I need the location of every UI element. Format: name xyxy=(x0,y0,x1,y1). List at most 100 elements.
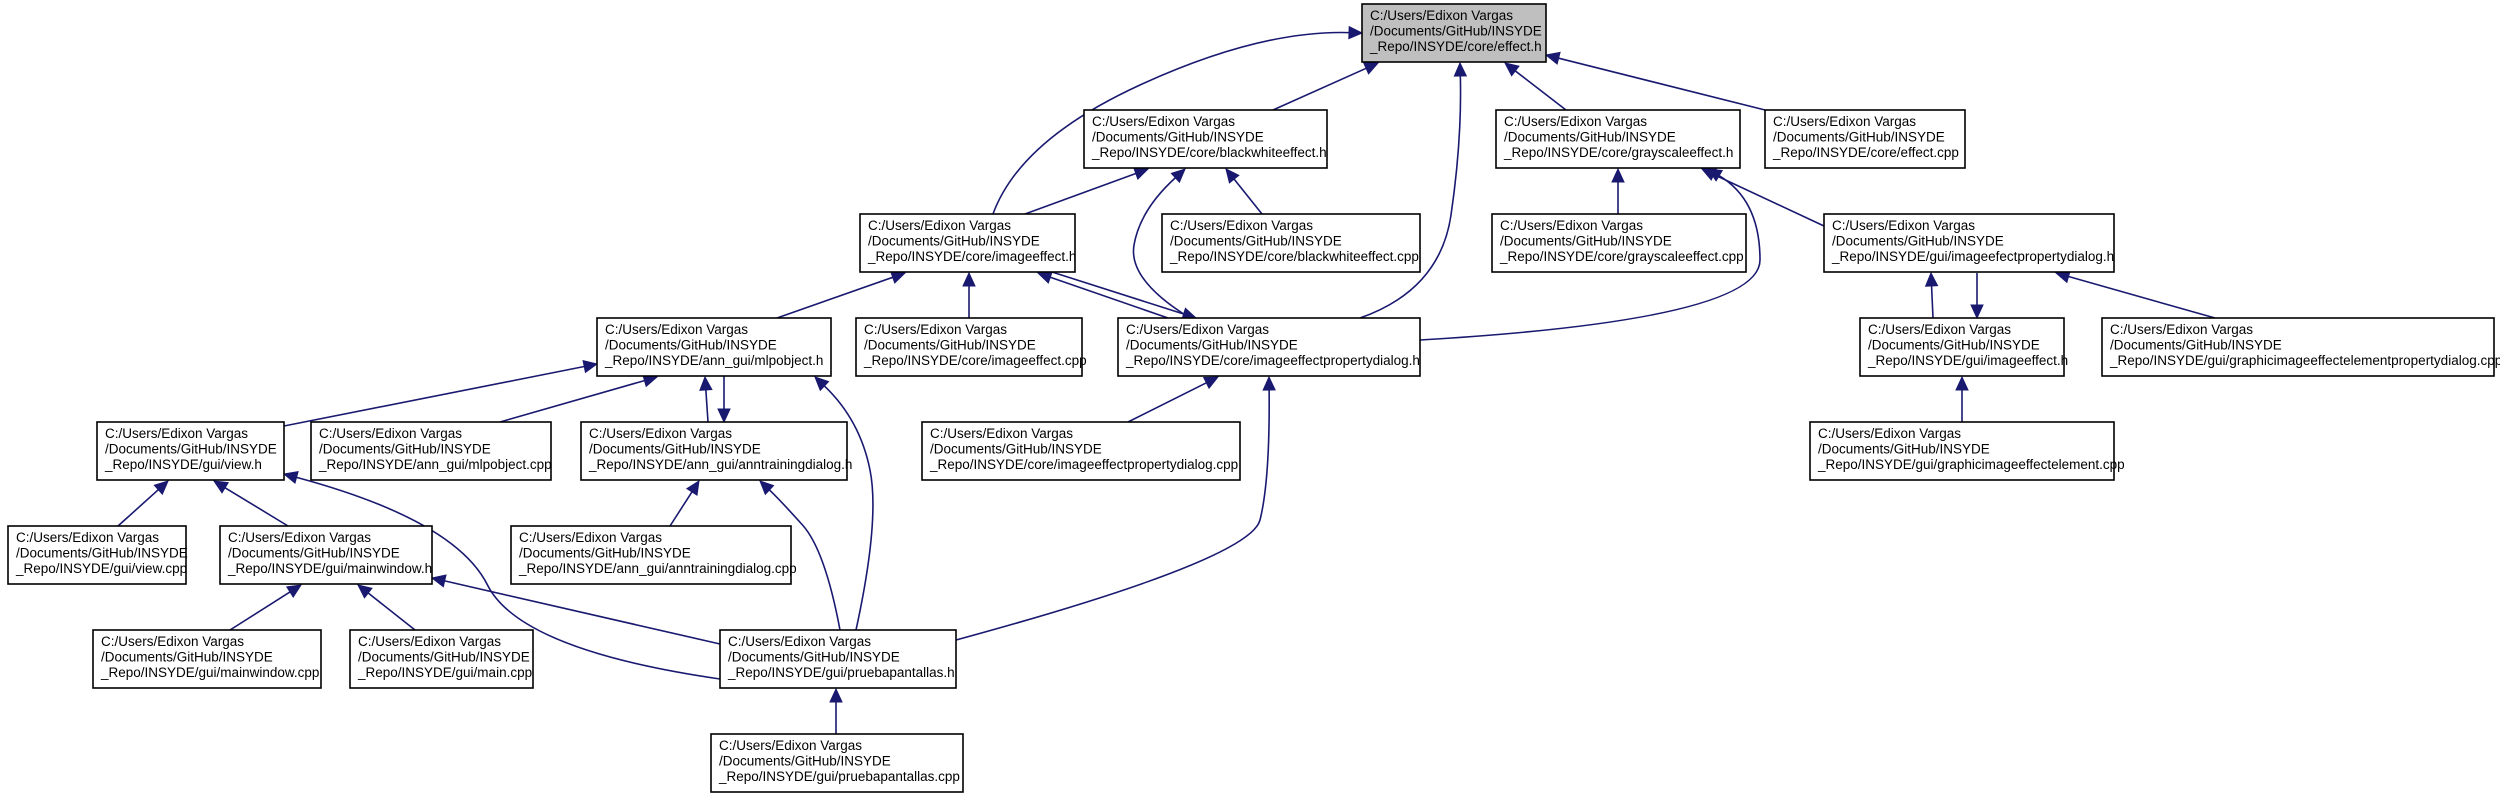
dependency-edge xyxy=(823,385,874,631)
node-box[interactable] xyxy=(596,317,832,377)
node-box[interactable] xyxy=(921,421,1241,481)
node-label-line: /Documents/GitHub/INSYDE xyxy=(1500,234,1672,249)
file-node-core-effect-h[interactable]: C:/Users/Edixon Vargas/Documents/GitHub/… xyxy=(1361,3,1547,63)
node-label-line: _Repo/INSYDE/core/imageeffect.h xyxy=(867,249,1076,264)
node-box[interactable] xyxy=(1161,213,1421,273)
node-label-line: /Documents/GitHub/INSYDE xyxy=(16,546,188,561)
edge-arrowhead xyxy=(1036,271,1053,284)
dependency-edge xyxy=(1233,178,1263,215)
node-label-line: /Documents/GitHub/INSYDE xyxy=(728,650,900,665)
file-node-gui-view-cpp[interactable]: C:/Users/Edixon Vargas/Documents/GitHub/… xyxy=(7,525,188,585)
node-label-line: _Repo/INSYDE/ann_gui/anntrainingdialog.c… xyxy=(518,561,797,576)
node-label-line: C:/Users/Edixon Vargas xyxy=(228,530,371,545)
edge-arrowhead xyxy=(1611,167,1625,183)
file-node-gui-imageefectpropertydialog-h[interactable]: C:/Users/Edixon Vargas/Documents/GitHub/… xyxy=(1823,213,2115,273)
file-node-gui-mainwindow-h[interactable]: C:/Users/Edixon Vargas/Documents/GitHub/… xyxy=(219,525,433,585)
dependency-edge xyxy=(444,580,721,645)
node-label-line: /Documents/GitHub/INSYDE xyxy=(2110,338,2282,353)
dependency-edge xyxy=(1558,57,1766,111)
edge-arrowhead xyxy=(717,408,731,424)
node-box[interactable] xyxy=(1764,109,1966,169)
node-label-line: C:/Users/Edixon Vargas xyxy=(930,426,1073,441)
node-box[interactable] xyxy=(349,629,534,689)
dependency-edge xyxy=(1713,173,1825,227)
dependency-edge xyxy=(1930,285,1934,319)
node-label-line: /Documents/GitHub/INSYDE xyxy=(868,234,1040,249)
node-box[interactable] xyxy=(1823,213,2115,273)
node-box[interactable] xyxy=(219,525,433,585)
node-box[interactable] xyxy=(710,733,964,793)
node-label-line: C:/Users/Edixon Vargas xyxy=(105,426,248,441)
node-box[interactable] xyxy=(1491,213,1747,273)
file-node-ann-gui-anntrainingdialog-h[interactable]: C:/Users/Edixon Vargas/Documents/GitHub/… xyxy=(580,421,852,481)
node-label-line: /Documents/GitHub/INSYDE xyxy=(864,338,1036,353)
node-box[interactable] xyxy=(1117,317,1421,377)
node-box[interactable] xyxy=(310,421,552,481)
file-node-ann-gui-anntrainingdialog-cpp[interactable]: C:/Users/Edixon Vargas/Documents/GitHub/… xyxy=(510,525,797,585)
node-label-line: /Documents/GitHub/INSYDE xyxy=(358,650,530,665)
file-node-ann-gui-mlpobject-h[interactable]: C:/Users/Edixon Vargas/Documents/GitHub/… xyxy=(596,317,832,377)
node-box[interactable] xyxy=(1083,109,1328,169)
edge-arrowhead xyxy=(430,574,447,588)
node-box[interactable] xyxy=(1859,317,2065,377)
node-box[interactable] xyxy=(580,421,848,481)
node-label-line: _Repo/INSYDE/core/grayscaleeffect.cpp xyxy=(1499,249,1744,264)
node-label-line: C:/Users/Edixon Vargas xyxy=(719,738,862,753)
file-node-core-imageeffect-h[interactable]: C:/Users/Edixon Vargas/Documents/GitHub/… xyxy=(859,213,1076,273)
file-node-gui-mainwindow-cpp[interactable]: C:/Users/Edixon Vargas/Documents/GitHub/… xyxy=(92,629,322,689)
file-node-gui-graphicimageeffectelementpropertydialog-cpp[interactable]: C:/Users/Edixon Vargas/Documents/GitHub/… xyxy=(2101,317,2500,377)
file-node-core-blackwhiteeffect-h[interactable]: C:/Users/Edixon Vargas/Documents/GitHub/… xyxy=(1083,109,1328,169)
node-box[interactable] xyxy=(855,317,1083,377)
node-label-line: _Repo/INSYDE/gui/imageefectpropertydialo… xyxy=(1831,249,2114,264)
node-label-line: _Repo/INSYDE/gui/view.h xyxy=(104,457,262,472)
node-label-line: C:/Users/Edixon Vargas xyxy=(1092,114,1235,129)
edge-arrowhead xyxy=(759,480,775,496)
node-label-line: /Documents/GitHub/INSYDE xyxy=(930,442,1102,457)
node-box[interactable] xyxy=(7,525,187,585)
node-label-line: C:/Users/Edixon Vargas xyxy=(1868,322,2011,337)
file-node-gui-view-h[interactable]: C:/Users/Edixon Vargas/Documents/GitHub/… xyxy=(96,421,285,481)
node-box[interactable] xyxy=(1495,109,1741,169)
node-box[interactable] xyxy=(859,213,1076,273)
node-label-line: /Documents/GitHub/INSYDE xyxy=(589,442,761,457)
node-box[interactable] xyxy=(1361,3,1547,63)
node-box[interactable] xyxy=(2101,317,2495,377)
dependency-edge xyxy=(1514,70,1567,111)
node-box[interactable] xyxy=(92,629,322,689)
dependency-edge xyxy=(296,476,721,680)
file-node-core-imageeffect-cpp[interactable]: C:/Users/Edixon Vargas/Documents/GitHub/… xyxy=(855,317,1087,377)
node-label-line: C:/Users/Edixon Vargas xyxy=(1773,114,1916,129)
node-label-line: /Documents/GitHub/INSYDE xyxy=(1773,130,1945,145)
file-node-gui-pruebapantallas-cpp[interactable]: C:/Users/Edixon Vargas/Documents/GitHub/… xyxy=(710,733,964,793)
file-node-gui-main-cpp[interactable]: C:/Users/Edixon Vargas/Documents/GitHub/… xyxy=(349,629,534,689)
file-node-core-grayscaleeffect-cpp[interactable]: C:/Users/Edixon Vargas/Documents/GitHub/… xyxy=(1491,213,1747,273)
file-node-core-grayscaleeffect-h[interactable]: C:/Users/Edixon Vargas/Documents/GitHub/… xyxy=(1495,109,1741,169)
file-node-core-blackwhiteeffect-cpp[interactable]: C:/Users/Edixon Vargas/Documents/GitHub/… xyxy=(1161,213,1421,273)
node-label-line: /Documents/GitHub/INSYDE xyxy=(228,546,400,561)
file-node-core-imageeffectpropertydialog-h[interactable]: C:/Users/Edixon Vargas/Documents/GitHub/… xyxy=(1117,317,1421,377)
file-node-gui-imageeffect-h[interactable]: C:/Users/Edixon Vargas/Documents/GitHub/… xyxy=(1859,317,2068,377)
node-label-line: /Documents/GitHub/INSYDE xyxy=(319,442,491,457)
dependency-edge xyxy=(1419,174,1761,341)
edge-arrowhead xyxy=(962,271,976,287)
node-label-line: _Repo/INSYDE/gui/imageeffect.h xyxy=(1867,353,2068,368)
node-box[interactable] xyxy=(510,525,792,585)
edge-arrowhead xyxy=(582,359,599,374)
edge-arrowhead xyxy=(212,480,230,494)
edge-arrowhead xyxy=(1504,62,1520,77)
file-node-gui-graphicimageeffectelement-cpp[interactable]: C:/Users/Edixon Vargas/Documents/GitHub/… xyxy=(1809,421,2125,481)
file-node-core-imageeffectpropertydialog-cpp[interactable]: C:/Users/Edixon Vargas/Documents/GitHub/… xyxy=(921,421,1241,481)
edge-arrowhead xyxy=(282,470,299,485)
file-node-core-effect-cpp[interactable]: C:/Users/Edixon Vargas/Documents/GitHub/… xyxy=(1764,109,1966,169)
node-label-line: C:/Users/Edixon Vargas xyxy=(1500,218,1643,233)
file-node-gui-pruebapantallas-h[interactable]: C:/Users/Edixon Vargas/Documents/GitHub/… xyxy=(719,629,957,689)
node-box[interactable] xyxy=(1809,421,2115,481)
node-label-line: C:/Users/Edixon Vargas xyxy=(728,634,871,649)
dependency-edge xyxy=(1050,276,1169,319)
node-label-line: /Documents/GitHub/INSYDE xyxy=(1370,24,1542,39)
file-node-ann-gui-mlpobject-cpp[interactable]: C:/Users/Edixon Vargas/Documents/GitHub/… xyxy=(310,421,552,481)
node-box[interactable] xyxy=(719,629,957,689)
node-label-line: /Documents/GitHub/INSYDE xyxy=(1504,130,1676,145)
edge-arrowhead xyxy=(1453,61,1468,77)
node-box[interactable] xyxy=(96,421,285,481)
